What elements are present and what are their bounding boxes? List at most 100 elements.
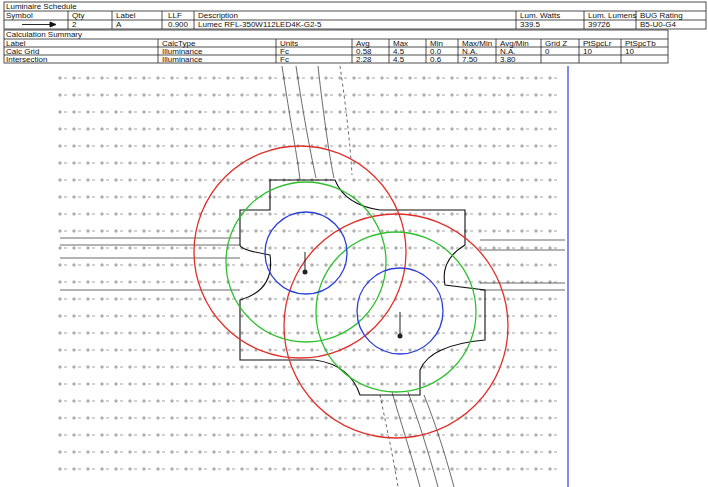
boundary-line <box>567 66 568 487</box>
grid-point <box>548 433 557 437</box>
grid-point <box>226 450 235 454</box>
grid-point <box>408 93 417 97</box>
grid-point <box>478 161 487 165</box>
grid-point <box>492 348 501 352</box>
grid-point <box>128 93 137 97</box>
grid-point <box>58 314 67 318</box>
grid-point <box>100 76 109 80</box>
grid-point <box>408 297 417 301</box>
grid-point <box>492 144 501 148</box>
grid-point <box>58 416 67 420</box>
grid-point <box>268 467 277 471</box>
grid-point <box>380 76 389 80</box>
grid-point <box>184 331 193 335</box>
grid-point <box>240 467 249 471</box>
grid-point <box>324 399 333 403</box>
grid-point <box>380 382 389 386</box>
grid-point <box>268 263 277 267</box>
grid-point <box>156 450 165 454</box>
grid-point <box>506 212 515 216</box>
grid-point <box>366 297 375 301</box>
grid-point <box>170 433 179 437</box>
grid-point <box>254 161 263 165</box>
grid-point <box>492 93 501 97</box>
grid-point <box>478 144 487 148</box>
grid-point <box>338 93 347 97</box>
grid-point <box>254 450 263 454</box>
grid-point <box>422 144 431 148</box>
grid-point <box>254 297 263 301</box>
grid-point <box>352 348 361 352</box>
grid-point <box>86 433 95 437</box>
grid-point <box>436 93 445 97</box>
grid-point <box>100 314 109 318</box>
table-cell: 7.50 <box>462 56 478 64</box>
grid-point <box>422 246 431 250</box>
grid-point <box>198 93 207 97</box>
grid-point <box>534 229 543 233</box>
grid-point <box>58 467 67 471</box>
table-cell: 39726 <box>588 21 610 29</box>
grid-point <box>450 93 459 97</box>
grid-point <box>240 348 249 352</box>
grid-point <box>212 93 221 97</box>
table-header: Max/Min <box>462 40 492 48</box>
grid-point <box>128 229 137 233</box>
grid-point <box>422 297 431 301</box>
grid-point <box>240 195 249 199</box>
grid-point <box>58 93 67 97</box>
grid-point <box>184 314 193 318</box>
grid-point <box>170 93 179 97</box>
grid-point <box>520 127 529 131</box>
grid-point <box>310 331 319 335</box>
grid-point <box>184 127 193 131</box>
grid-point <box>128 110 137 114</box>
grid-point <box>226 467 235 471</box>
grid-point <box>100 297 109 301</box>
grid-point <box>534 195 543 199</box>
grid-point <box>184 348 193 352</box>
grid-point <box>254 110 263 114</box>
grid-point <box>408 161 417 165</box>
grid-point <box>100 127 109 131</box>
grid-point <box>240 76 249 80</box>
grid-point <box>170 178 179 182</box>
grid-point <box>268 212 277 216</box>
grid-point <box>156 246 165 250</box>
grid-point <box>86 365 95 369</box>
grid-point <box>464 144 473 148</box>
grid-point <box>198 382 207 386</box>
grid-point <box>170 348 179 352</box>
grid-point <box>282 433 291 437</box>
table-cell: Lumec RFL-350W112LED4K-G2-5 <box>198 21 321 29</box>
grid-point <box>72 144 81 148</box>
grid-point <box>352 450 361 454</box>
grid-point <box>310 280 319 284</box>
grid-point <box>394 76 403 80</box>
grid-point <box>296 416 305 420</box>
grid-point <box>58 297 67 301</box>
grid-point <box>128 331 137 335</box>
grid-point <box>450 144 459 148</box>
grid-point <box>100 195 109 199</box>
grid-point <box>464 467 473 471</box>
grid-point <box>534 382 543 386</box>
grid-point <box>72 365 81 369</box>
grid-point <box>520 331 529 335</box>
grid-point <box>520 144 529 148</box>
grid-point <box>212 280 221 284</box>
grid-point <box>254 246 263 250</box>
grid-point <box>492 314 501 318</box>
grid-point <box>254 229 263 233</box>
grid-point <box>534 144 543 148</box>
grid-point <box>128 144 137 148</box>
grid-point <box>100 348 109 352</box>
grid-point <box>366 110 375 114</box>
grid-point <box>394 127 403 131</box>
grid-point <box>72 314 81 318</box>
grid-point <box>408 144 417 148</box>
grid-point <box>436 127 445 131</box>
grid-point <box>100 229 109 233</box>
grid-point <box>86 229 95 233</box>
grid-point <box>338 280 347 284</box>
